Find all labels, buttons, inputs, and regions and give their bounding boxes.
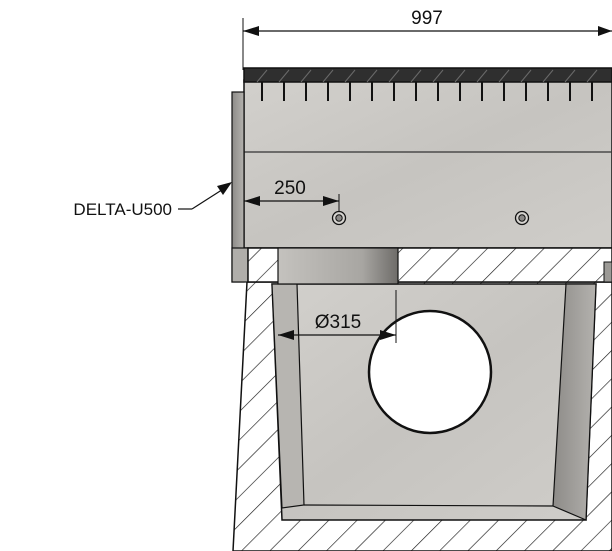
- grate-slot: [564, 69, 576, 83]
- grate-slot: [476, 69, 488, 83]
- chamber-right-wall: [552, 283, 597, 521]
- dimension-bolt-offset-label: 250: [274, 178, 306, 199]
- dimension-pipe-diameter: Ø315: [278, 290, 397, 343]
- grate-slot: [322, 69, 334, 83]
- grate-slot: [278, 69, 290, 83]
- grate-slot: [410, 69, 422, 83]
- grate-slot: [300, 69, 312, 83]
- dimension-bolt-offset: 250: [244, 178, 340, 212]
- grate-slot: [520, 69, 532, 83]
- outlet-throat: [277, 247, 399, 285]
- grate-slot: [388, 69, 400, 83]
- grate-slot: [454, 69, 466, 83]
- grate: [243, 67, 612, 101]
- grate-slot: [586, 69, 598, 83]
- channel-body: [231, 79, 612, 283]
- dimension-overall-width-label: 997: [411, 8, 443, 29]
- grate-slot: [542, 69, 554, 83]
- bolt-left: [331, 210, 347, 226]
- grate-slot: [256, 69, 268, 83]
- product-leader: DELTA-U500: [73, 182, 232, 219]
- pipe-opening: [367, 309, 493, 435]
- bolt-right: [514, 210, 530, 226]
- grate-slot: [366, 69, 378, 83]
- slab-band: [247, 247, 612, 285]
- product-label: DELTA-U500: [73, 200, 172, 219]
- grate-slot: [432, 69, 444, 83]
- grate-slot: [344, 69, 356, 83]
- grate-slot: [498, 69, 510, 83]
- dimension-pipe-diameter-label: Ø315: [315, 312, 361, 333]
- dimension-overall-width: 997: [242, 8, 612, 70]
